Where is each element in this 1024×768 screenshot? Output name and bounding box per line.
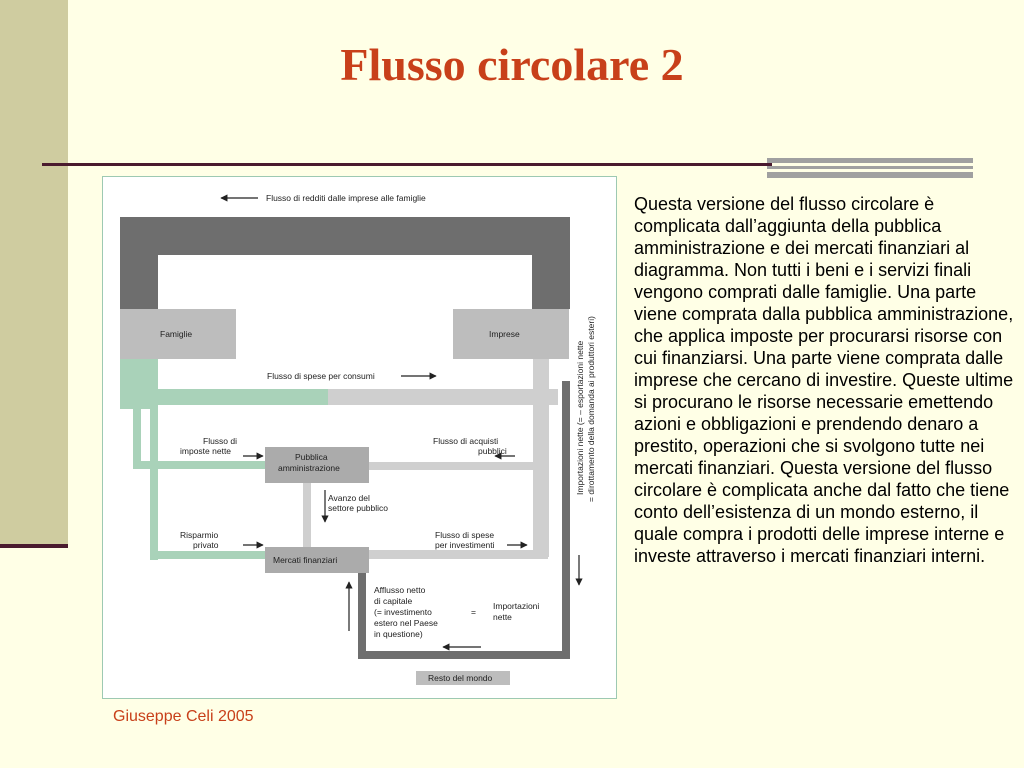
saving-label-line2: privato	[193, 540, 219, 550]
gov-surplus-label-line1: Avanzo del	[328, 493, 370, 503]
capital-inflow-line3: (= investimento	[374, 607, 432, 617]
title-underline	[42, 163, 772, 166]
vertical-note-line1: Importazioni nette (= – esportazioni net…	[575, 340, 585, 495]
rest-of-world-band	[358, 381, 570, 659]
rest-of-world-label: Resto del mondo	[428, 673, 493, 683]
income-flow-band	[120, 217, 570, 309]
taxes-label-line1: Flusso di	[203, 436, 237, 446]
diagram-canvas: Flusso di redditi dalle imprese alle fam…	[120, 193, 596, 685]
circular-flow-diagram: Flusso di redditi dalle imprese alle fam…	[102, 176, 617, 699]
footer-credit: Giuseppe Celi 2005	[113, 708, 254, 725]
left-decor-rule	[0, 544, 68, 548]
government-box	[265, 447, 369, 483]
investment-label-line1: Flusso di spese	[435, 530, 494, 540]
gov-purchases-label-line2: pubblici	[478, 446, 507, 456]
financial-markets-box	[265, 547, 369, 573]
investment-label-line2: per investimenti	[435, 540, 495, 550]
description-text: Questa versione del flusso circolare è c…	[634, 194, 1014, 566]
famiglie-label: Famiglie	[160, 329, 192, 339]
capital-inflow-line1: Afflusso netto	[374, 585, 426, 595]
government-label-line1: Pubblica	[295, 452, 328, 462]
household-flow-band	[120, 359, 328, 560]
gov-surplus-band	[303, 481, 311, 553]
income-flow-label: Flusso di redditi dalle imprese alle fam…	[266, 193, 426, 203]
capital-inflow-line5: in questione)	[374, 629, 423, 639]
slide-title: Flusso circolare 2	[340, 39, 684, 90]
gov-surplus-label-line2: settore pubblico	[328, 503, 388, 513]
financial-markets-label: Mercati finanziari	[273, 555, 337, 565]
capital-inflow-line2: di capitale	[374, 596, 413, 606]
left-decor-band	[0, 0, 68, 548]
rest-of-world-box	[416, 671, 510, 685]
saving-label-line1: Risparmio	[180, 530, 219, 540]
net-imports-line2: nette	[493, 612, 512, 622]
imprese-label: Imprese	[489, 329, 520, 339]
net-imports-line1: Importazioni	[493, 601, 539, 611]
taxes-label-line2: imposte nette	[180, 446, 231, 456]
title-decor-block	[767, 158, 973, 178]
capital-inflow-line4: estero nel Paese	[374, 618, 438, 628]
consumption-label: Flusso di spese per consumi	[267, 371, 375, 381]
famiglie-box	[120, 309, 236, 359]
business-flow-band	[328, 357, 558, 559]
equals-sign: =	[471, 607, 476, 617]
imprese-box	[453, 309, 569, 359]
government-label-line2: amministrazione	[278, 463, 340, 473]
vertical-note-line2: = dirottamento della domanda ai produtto…	[586, 316, 596, 502]
gov-purchases-label-line1: Flusso di acquisti	[433, 436, 498, 446]
